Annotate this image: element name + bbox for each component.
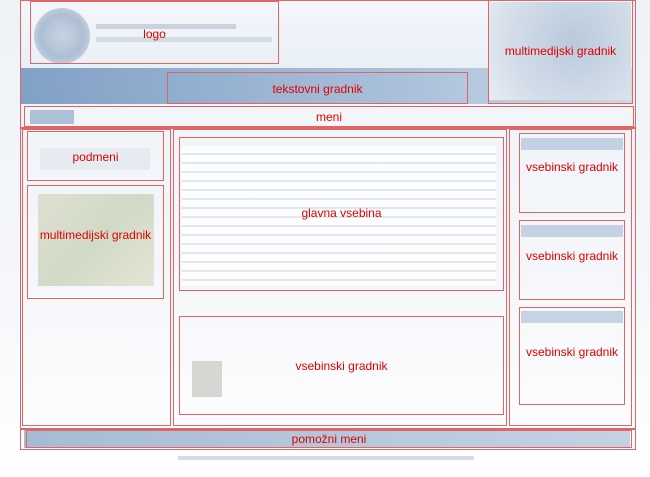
logo-region: logo xyxy=(30,1,279,64)
nav-tab-active xyxy=(30,110,74,124)
right-column-region xyxy=(509,129,632,426)
center-content-block-label: vsebinski gradnik xyxy=(295,359,388,373)
header-image xyxy=(489,2,631,100)
right-content-block-2: vsebinski gradnik xyxy=(519,220,625,300)
footer-frame xyxy=(20,429,636,450)
text-block-region: tekstovni gradnik xyxy=(167,72,468,104)
helper-menu-label: pomožni meni xyxy=(291,432,367,446)
logo-label: logo xyxy=(143,27,166,41)
box-header xyxy=(521,138,623,150)
body-frame xyxy=(20,128,636,429)
text-block-label: tekstovni gradnik xyxy=(272,82,363,96)
menu-label: meni xyxy=(315,110,342,124)
footer-bar-background xyxy=(24,430,630,448)
copyright-text-line xyxy=(178,456,474,460)
main-content-region: glavna vsebina xyxy=(179,137,504,291)
header-multimedia-region: multimedijski gradnik xyxy=(488,0,633,104)
logo-text-line xyxy=(96,24,236,29)
center-content-block-region: vsebinski gradnik xyxy=(179,316,504,415)
left-sidebar-region xyxy=(22,129,171,426)
submenu-item xyxy=(40,148,150,170)
sidebar-multimedia-region: multimedijski gradnik xyxy=(27,185,164,299)
header-multimedia-label: multimedijski gradnik xyxy=(504,44,617,58)
sidebar-image xyxy=(38,194,154,286)
submenu-label: podmeni xyxy=(72,150,119,164)
main-text-lines xyxy=(182,146,496,286)
sidebar-multimedia-label: multimedijski gradnik xyxy=(39,228,152,242)
right-content-block-3: vsebinski gradnik xyxy=(519,307,625,405)
person-photo xyxy=(192,361,222,397)
nav-bar-background xyxy=(24,108,630,126)
right-content-block-2-label: vsebinski gradnik xyxy=(525,249,619,263)
center-column-region xyxy=(173,129,507,426)
emblem-icon xyxy=(34,8,90,64)
right-content-block-3-label: vsebinski gradnik xyxy=(525,345,619,359)
menu-region: meni xyxy=(24,106,634,127)
logo-text-line xyxy=(96,37,272,42)
right-content-block-1-label: vsebinski gradnik xyxy=(525,160,619,174)
right-content-block-1: vsebinski gradnik xyxy=(519,133,625,213)
box-header xyxy=(521,225,623,237)
header-frame xyxy=(20,0,636,128)
box-header xyxy=(521,311,623,323)
helper-menu-region: pomožni meni xyxy=(26,430,632,448)
main-content-label: glavna vsebina xyxy=(301,206,382,220)
submenu-region: podmeni xyxy=(27,131,164,181)
